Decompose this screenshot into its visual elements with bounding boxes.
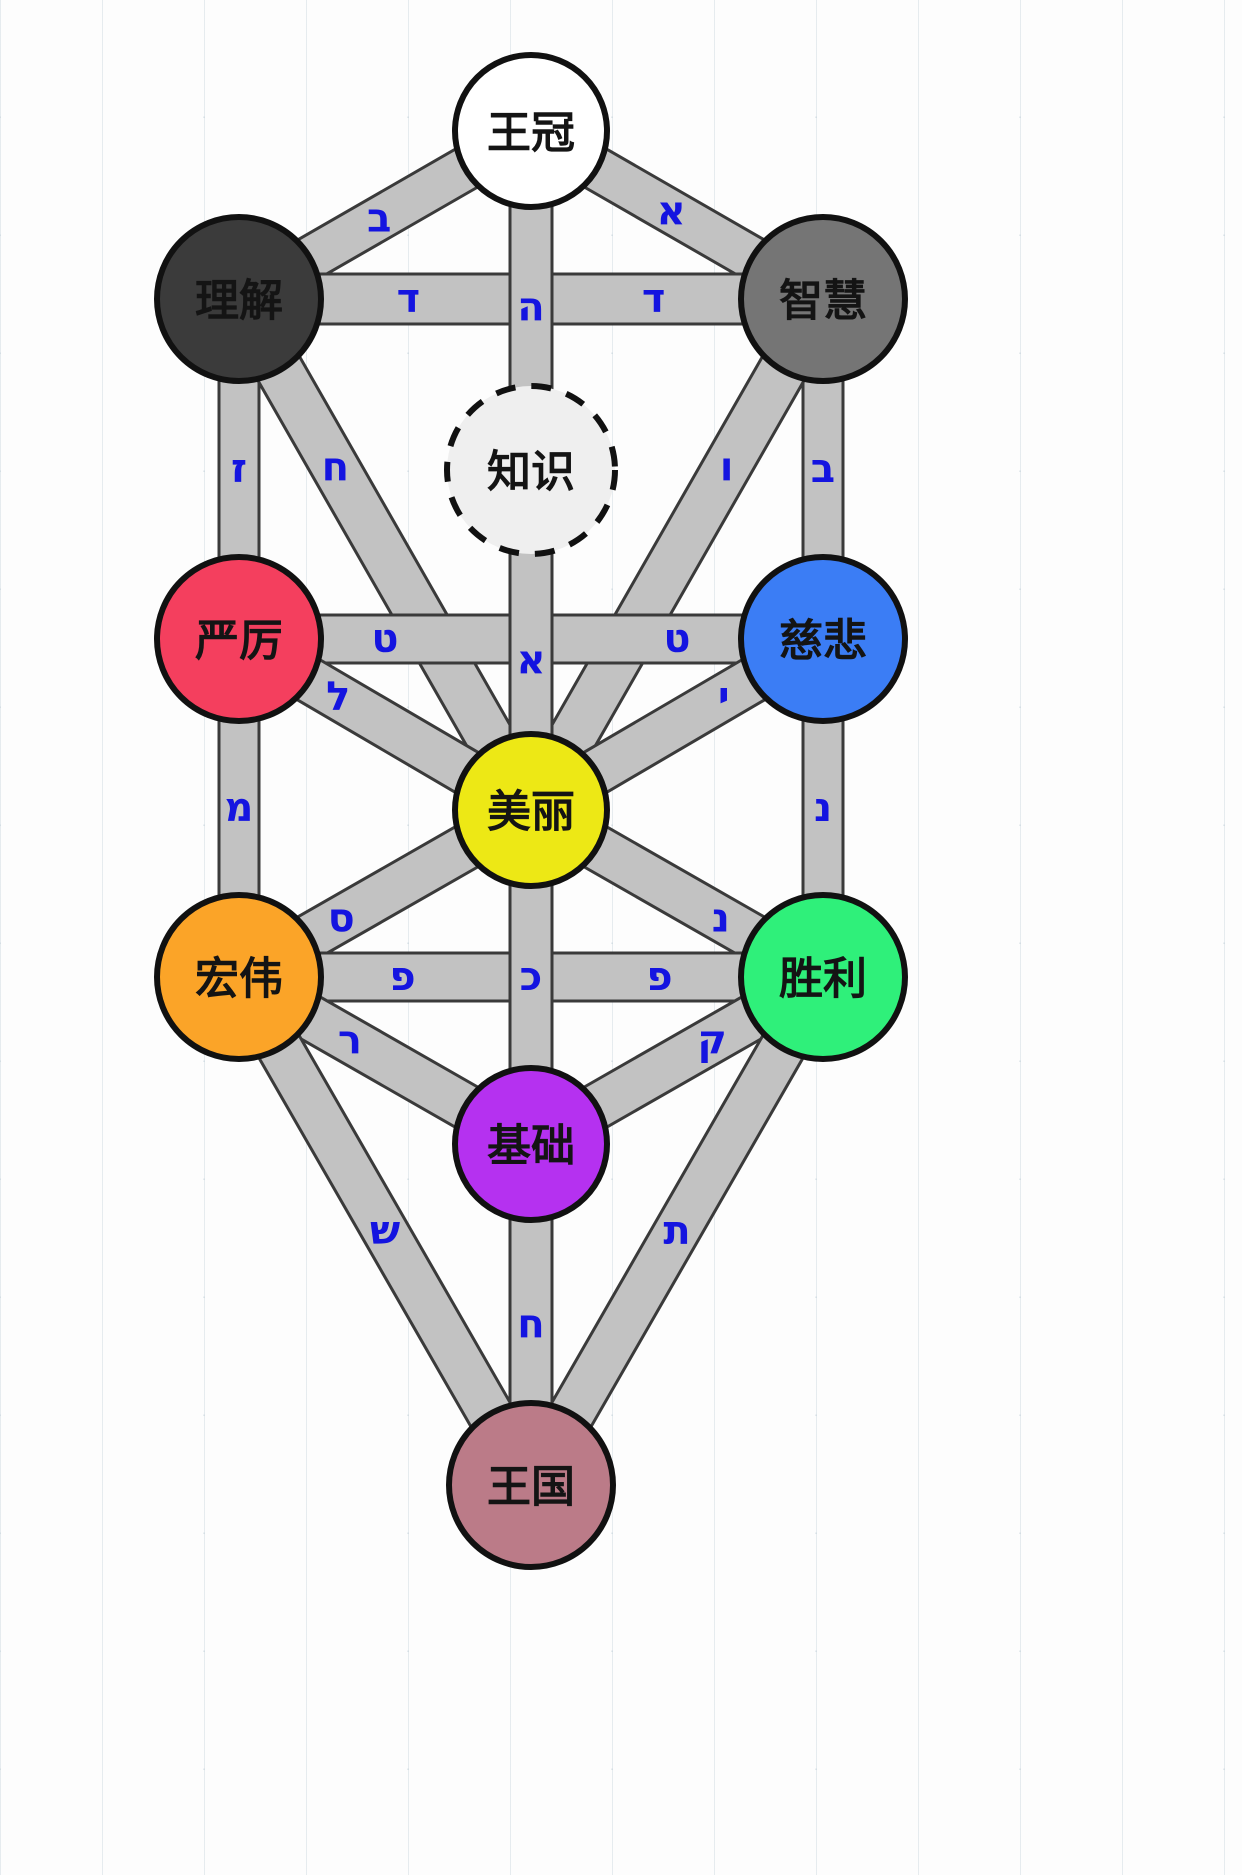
path-letter-p-chesed-tiferet: י <box>718 674 730 720</box>
node-keter[interactable] <box>452 52 610 210</box>
path-letter-p-netzach-hod2: פ <box>646 954 672 1000</box>
path-letter-p-chesed-netzach: נ <box>814 785 832 831</box>
node-label-malkuth: 王国 <box>487 1463 575 1512</box>
path-layer <box>217 140 845 1440</box>
path-letter-p-yesod-malkuth: ח <box>517 1302 544 1348</box>
path-letter-p-chokmah-binah: ד <box>642 276 666 322</box>
node-label-daat: 知识 <box>487 448 575 497</box>
node-gevurah[interactable] <box>154 554 324 724</box>
path-letter-p-keter-tiferet: ה <box>517 285 544 331</box>
path-letter-p-keter-chokmah: א <box>657 189 686 235</box>
path-letter-p-netzach-malkuth: ת <box>663 1208 690 1254</box>
node-label-netzach: 胜利 <box>779 955 867 1004</box>
node-label-tiferet: 美丽 <box>487 788 575 837</box>
path-letter-p-hod-tiferet: ס <box>328 896 355 942</box>
node-binah[interactable] <box>154 214 324 384</box>
node-label-yesod: 基础 <box>487 1122 575 1171</box>
path-letter-p-gevurah-tiferet: ל <box>326 674 350 720</box>
node-netzach[interactable] <box>738 892 908 1062</box>
path-letter-p-chokmah-tiferet: ו <box>720 445 734 491</box>
node-label-gevurah: 严厉 <box>195 617 283 666</box>
path-band-p-netzach-tiferet <box>571 818 778 966</box>
path-letter-p-hod-yesod: ר <box>338 1017 362 1063</box>
node-chesed[interactable] <box>738 554 908 724</box>
node-hod[interactable] <box>154 892 324 1062</box>
path-letter-p-gevurah-hod: מ <box>225 785 254 831</box>
path-letter-p-binah-chokmah-2: ד <box>397 276 421 322</box>
path-letter-p-keter-binah: ב <box>367 195 391 241</box>
path-letter-p-tiferet-keter2: א <box>516 638 545 684</box>
node-label-chokmah: 智慧 <box>779 277 867 326</box>
path-band-p-hod-tiferet <box>284 818 491 966</box>
node-daat[interactable] <box>444 383 618 557</box>
path-letter-p-hod-netzach: פ <box>389 954 415 1000</box>
node-label-binah: 理解 <box>195 277 283 326</box>
node-label-chesed: 慈悲 <box>779 617 867 666</box>
node-label-keter: 王冠 <box>487 109 575 158</box>
path-letter-p-chokmah-chesed: ב <box>811 446 835 492</box>
path-letter-p-chesed-gevurah2: ט <box>663 616 690 662</box>
node-tiferet[interactable] <box>452 731 610 889</box>
node-yesod[interactable] <box>452 1065 610 1223</box>
path-letter-p-gevurah-chesed: ט <box>371 616 398 662</box>
path-letter-p-netzach-tiferet: נ <box>712 896 730 942</box>
node-malkuth[interactable] <box>446 1400 616 1570</box>
path-letter-p-netzach-yesod: ק <box>697 1017 726 1063</box>
path-letter-p-tiferet-yesod: כ <box>520 954 543 1000</box>
node-chokmah[interactable] <box>738 214 908 384</box>
node-label-hod: 宏伟 <box>195 955 283 1004</box>
path-letter-p-hod-malkuth: ש <box>370 1208 400 1254</box>
path-letter-p-binah-tiferet: ח <box>322 445 349 491</box>
path-letter-p-binah-gevurah: ז <box>231 446 247 492</box>
